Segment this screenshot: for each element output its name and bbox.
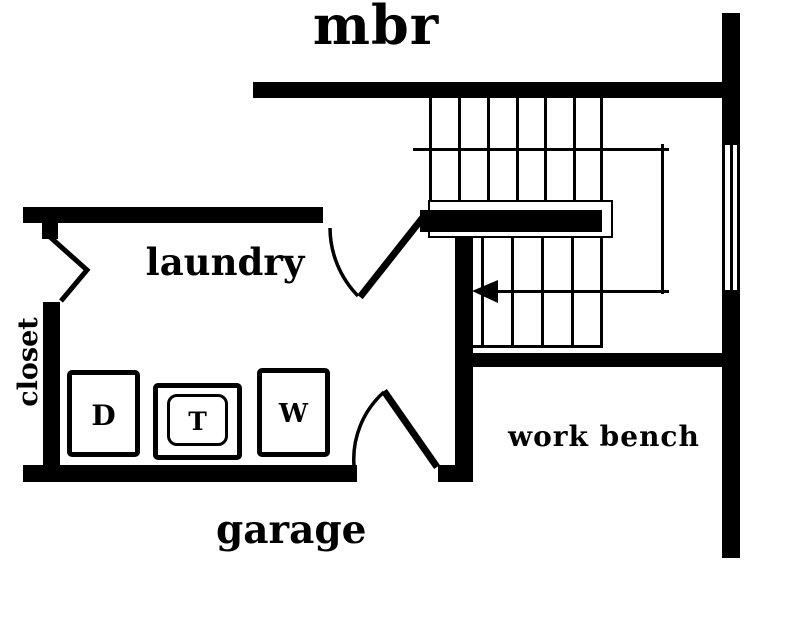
wall-right-lower [722, 290, 740, 558]
stair-direction-line-vertical [661, 144, 664, 294]
washer-box [257, 368, 330, 457]
stair-direction-line-bottom [478, 290, 669, 293]
room-label-garage: garage [216, 507, 367, 553]
wall-left-closet [43, 302, 60, 465]
garage-door-arc [352, 390, 386, 467]
wall-stairwell-bottom [455, 353, 722, 367]
laundry-door-leaf [357, 213, 427, 300]
wall-laundry-bottom [23, 465, 357, 482]
garage-door-leaf [381, 388, 440, 470]
washer-label: W [278, 399, 309, 429]
stair-bottom-edge-line [473, 345, 603, 348]
room-label-work-bench: work bench [508, 420, 700, 453]
dryer-box [67, 370, 140, 457]
stair-direction-line-top [413, 148, 669, 151]
window-center-line [730, 145, 733, 290]
window-right-wall [722, 145, 740, 290]
laundry-door-arc [328, 227, 360, 298]
room-label-laundry: laundry [145, 240, 305, 284]
laundry-tub-label: T [188, 407, 207, 436]
stair-landing-wall [420, 210, 602, 232]
wall-right-upper [722, 13, 740, 145]
room-label-closet: closet [13, 317, 44, 407]
dryer-label: D [91, 399, 116, 432]
laundry-tub-basin [167, 394, 228, 446]
wall-stairwell-vertical [455, 212, 473, 482]
closet-bifold-door [48, 235, 91, 303]
room-label-mbr: mbr [312, 0, 440, 57]
wall-mbr-bottom [253, 82, 740, 98]
wall-laundry-top [23, 207, 323, 223]
wall-closet-door-stub [42, 223, 58, 239]
